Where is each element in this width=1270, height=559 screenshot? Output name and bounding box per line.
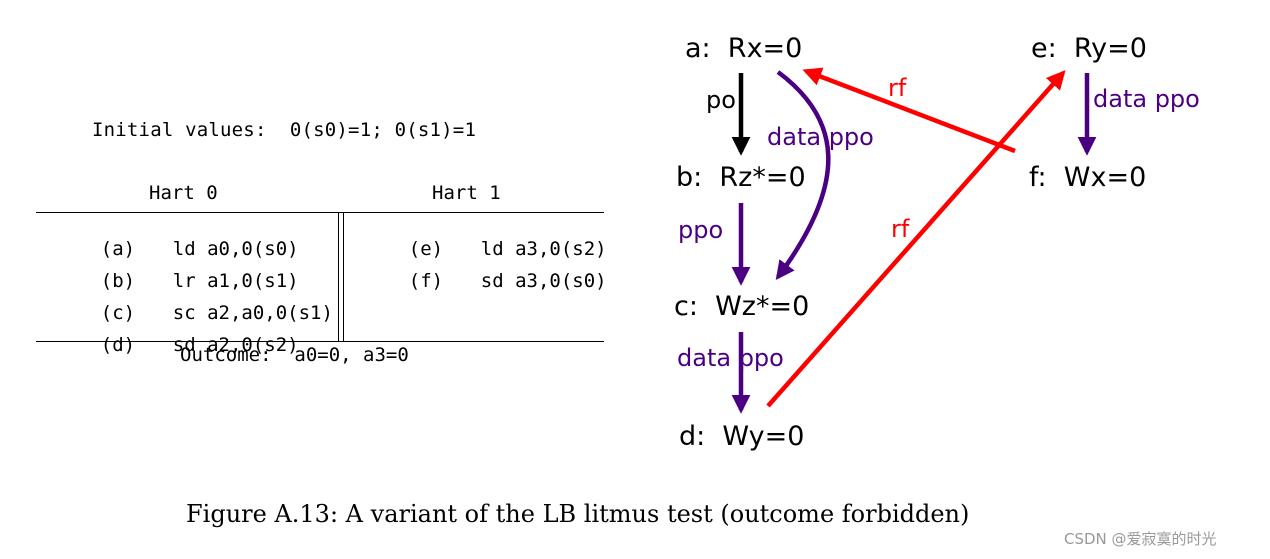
row-instruction: sd a3,0(s0) — [480, 270, 607, 292]
edge-label-rf-d-e: rf — [891, 215, 910, 243]
node-d: d: Wy=0 — [679, 421, 804, 452]
column-divider-right — [343, 212, 344, 342]
table-bottom-rule — [36, 341, 604, 342]
node-c: c: Wz*=0 — [674, 291, 809, 322]
row-label: (b) — [100, 270, 136, 292]
row-label: (c) — [100, 302, 136, 324]
hart0-row-c: (c) sc a2,a0,0(s1) — [55, 280, 333, 346]
node-a: a: Rx=0 — [685, 33, 802, 64]
column-divider-left — [338, 212, 339, 342]
row-instruction: lr a1,0(s1) — [172, 270, 299, 292]
hart1-header: Hart 1 — [432, 182, 501, 204]
edge-label-po: po — [706, 86, 736, 114]
figure-caption: Figure A.13: A variant of the LB litmus … — [186, 500, 970, 528]
hart1-row-f: (f) sd a3,0(s0) — [363, 248, 607, 314]
hart0-row-d: (d) sd a2,0(s2) — [55, 312, 299, 378]
row-instruction: ld a3,0(s2) — [480, 238, 607, 260]
outcome: Outcome: a0=0, a3=0 — [180, 344, 409, 366]
row-instruction: sc a2,a0,0(s1) — [172, 302, 333, 324]
row-instruction: ld a0,0(s0) — [172, 238, 299, 260]
row-instruction: sd a2,0(s2) — [172, 334, 299, 356]
edge-rf-f-a — [802, 67, 1016, 154]
row-label: (a) — [100, 238, 136, 260]
edge-data-ppo-a-c — [775, 70, 831, 281]
row-label: (d) — [100, 334, 136, 356]
node-f: f: Wx=0 — [1029, 162, 1146, 193]
hart0-row-a: (a) ld a0,0(s0) — [55, 216, 299, 282]
edge-label-rf-f-a: rf — [888, 74, 907, 102]
initial-values: Initial values: 0(s0)=1; 0(s1)=1 — [92, 119, 477, 141]
edge-label-ppo-b-c: ppo — [678, 216, 723, 244]
node-b: b: Rz*=0 — [676, 162, 806, 193]
edge-rf-d-e — [766, 70, 1066, 408]
node-e: e: Ry=0 — [1031, 33, 1147, 64]
row-label: (e) — [408, 238, 444, 260]
edge-label-data-ppo-e-f: data ppo — [1093, 85, 1200, 113]
edge-label-data-ppo-a-c: data ppo — [767, 123, 874, 151]
hart0-header: Hart 0 — [149, 182, 218, 204]
watermark: CSDN @爱寂寞的时光 — [1064, 530, 1217, 548]
table-top-rule — [36, 212, 604, 213]
hart1-row-e: (e) ld a3,0(s2) — [363, 216, 607, 282]
row-label: (f) — [408, 270, 444, 292]
hart0-row-b: (b) lr a1,0(s1) — [55, 248, 299, 314]
edge-label-data-ppo-c-d: data ppo — [677, 344, 784, 372]
